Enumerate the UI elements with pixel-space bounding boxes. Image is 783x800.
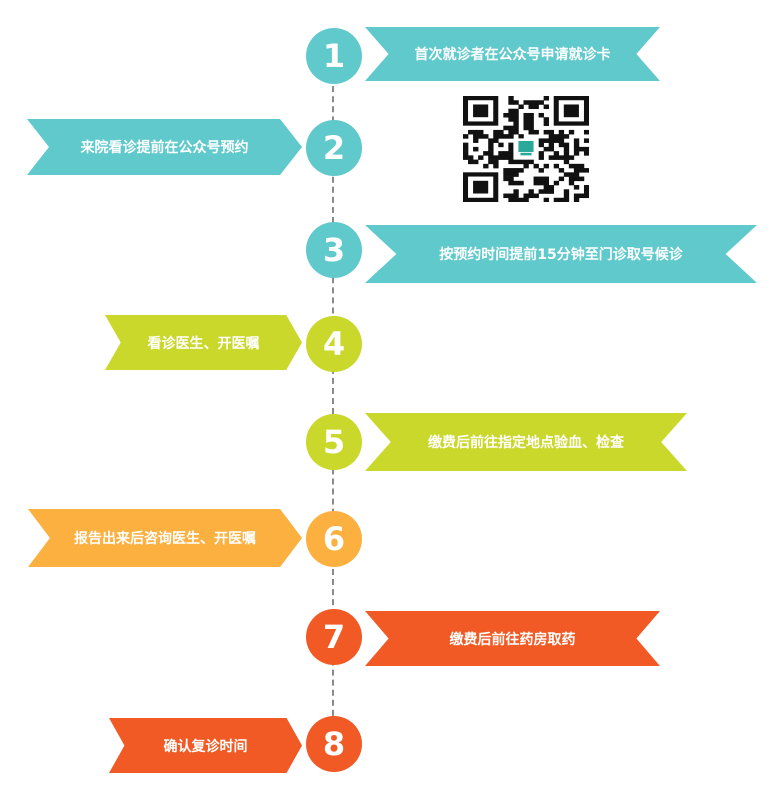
step-4-circle: 4 — [306, 316, 362, 372]
step-6-circle: 6 — [306, 511, 362, 567]
step-5-label: 缴费后前往指定地点验血、检查 — [365, 413, 687, 471]
qr-code — [463, 96, 589, 202]
step-2-circle: 2 — [306, 120, 362, 176]
step-8-circle: 8 — [306, 716, 362, 772]
step-4-label: 看诊医生、开医嘱 — [105, 315, 302, 370]
step-6-label: 报告出来后咨询医生、开医嘱 — [28, 509, 302, 567]
step-7-circle: 7 — [306, 609, 362, 665]
step-1-circle: 1 — [306, 28, 362, 84]
step-3-circle: 3 — [306, 222, 362, 278]
step-3-label: 按预约时间提前15分钟至门诊取号候诊 — [365, 225, 757, 283]
step-7-label: 缴费后前往药房取药 — [365, 611, 660, 666]
step-8-label: 确认复诊时间 — [109, 718, 302, 773]
step-5-circle: 5 — [306, 414, 362, 470]
step-2-label: 来院看诊提前在公众号预约 — [27, 119, 302, 175]
step-1-label: 首次就诊者在公众号申请就诊卡 — [365, 27, 660, 81]
qr-code-icon — [463, 96, 589, 202]
timeline-line — [332, 56, 334, 746]
